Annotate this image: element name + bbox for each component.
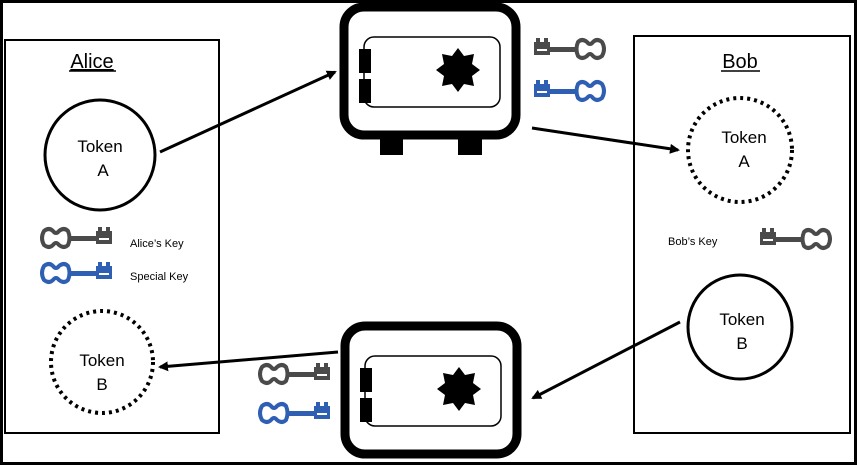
special-key-label: Special Key (130, 271, 189, 283)
svg-text:A: A (738, 152, 750, 171)
top-safe-gray-key-icon (532, 36, 606, 60)
bob-token-b: Token B (686, 273, 794, 381)
bottom-safe-gray-key-icon (258, 361, 332, 385)
alice-token-b: Token B (49, 309, 155, 415)
arrow-top-safe-to-bob (531, 126, 680, 154)
special-key-icon (40, 260, 114, 284)
svg-text:Token: Token (719, 310, 764, 329)
bob-title: Bob (722, 51, 758, 73)
arrow-alice-to-top-safe (159, 70, 337, 154)
bob-panel: Bob Token A Bob’s Key Token B (633, 35, 851, 434)
svg-text:A: A (97, 161, 109, 180)
svg-text:Token: Token (77, 137, 122, 156)
arrow-bottom-safe-to-alice (158, 350, 339, 372)
svg-text:Token: Token (721, 128, 766, 147)
bottom-safe-blue-key-icon (258, 400, 332, 424)
svg-text:B: B (96, 375, 107, 394)
alice-key-icon (40, 225, 114, 249)
bottom-safe-icon (345, 326, 517, 454)
bob-key-label: Bob’s Key (668, 236, 718, 248)
bob-key-icon (758, 226, 832, 250)
svg-text:B: B (736, 334, 747, 353)
alice-panel: Alice Token A Alice’s Key Special Key To… (4, 39, 220, 434)
bob-token-a: Token A (686, 96, 794, 204)
alice-token-a: Token A (43, 98, 157, 212)
top-safe-blue-key-icon (532, 78, 606, 102)
alice-key-label: Alice’s Key (130, 238, 184, 250)
top-safe-icon (344, 7, 516, 155)
svg-text:Token: Token (79, 351, 124, 370)
arrow-bob-to-bottom-safe (531, 320, 681, 400)
alice-title: Alice (70, 51, 113, 73)
